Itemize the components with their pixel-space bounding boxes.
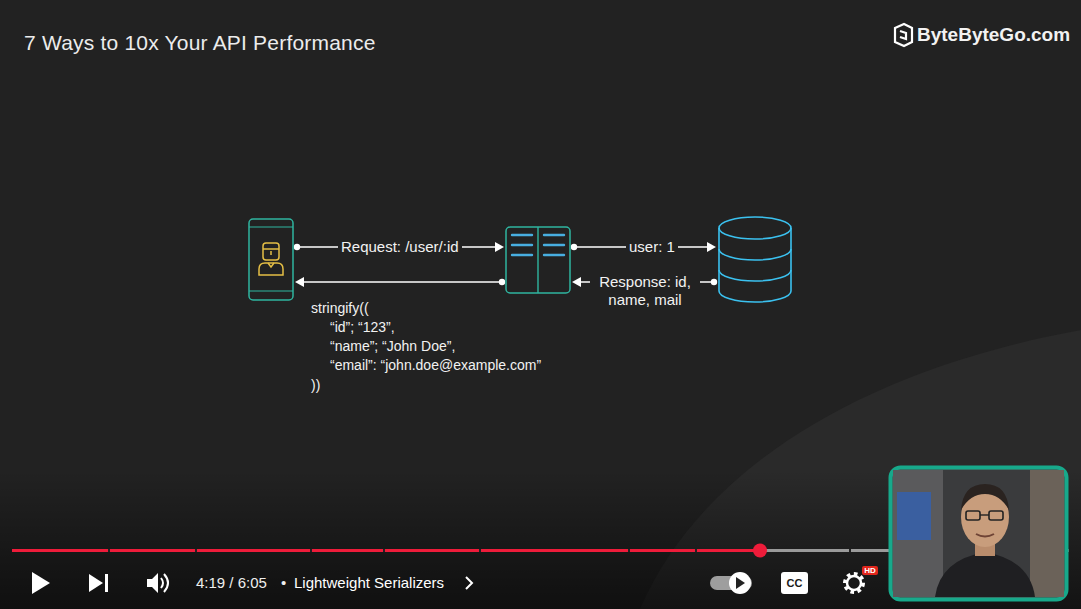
code-line: “email”: “john.doe@example.com”	[330, 357, 541, 375]
slide-title: 7 Ways to 10x Your API Performance	[24, 30, 376, 56]
logo-icon	[895, 24, 912, 46]
settings-gear	[845, 574, 863, 592]
connector-dot	[571, 244, 577, 250]
code-line: “name”; “John Doe”,	[330, 338, 455, 356]
connector-line	[302, 281, 504, 283]
edge-label: Response: id, name, mail	[590, 273, 700, 309]
arrowhead	[707, 242, 716, 252]
next-icon	[89, 574, 103, 592]
connector-dot	[499, 279, 505, 285]
connector-dot	[711, 279, 717, 285]
chapter-chevron	[466, 577, 472, 589]
captions-button	[781, 572, 808, 594]
play-icon	[32, 572, 50, 594]
phone-outline	[248, 218, 294, 301]
time-display: 4:19 / 6:05	[196, 574, 267, 593]
database-cylinder	[717, 216, 793, 303]
connector-dot	[294, 244, 300, 250]
database-outline	[717, 216, 793, 303]
code-line: “id”; “123”,	[330, 319, 395, 337]
connector-arrow	[295, 277, 505, 287]
code-line: ))	[311, 377, 320, 395]
webcam-overlay	[891, 468, 1067, 600]
controls-shade	[0, 470, 1081, 609]
chapter-title: Lightweight Serializers	[294, 574, 444, 593]
arrowhead	[572, 277, 581, 287]
arrowhead	[495, 242, 504, 252]
volume-icon	[147, 573, 158, 593]
edge-label: Request: /user/:id	[338, 238, 462, 256]
hd-badge: HD	[862, 566, 878, 575]
api-server	[505, 226, 571, 294]
arrowhead	[295, 277, 304, 287]
edge-label: user: 1	[626, 238, 678, 256]
server-outline	[505, 226, 571, 294]
captions-text: CC	[781, 577, 808, 591]
code-line: stringify((	[311, 300, 369, 318]
brand-logo-text: ByteByteGo.com	[917, 23, 1070, 47]
next-icon-bar	[105, 574, 108, 592]
client-phone	[248, 218, 294, 301]
separator-dot: •	[281, 574, 286, 593]
